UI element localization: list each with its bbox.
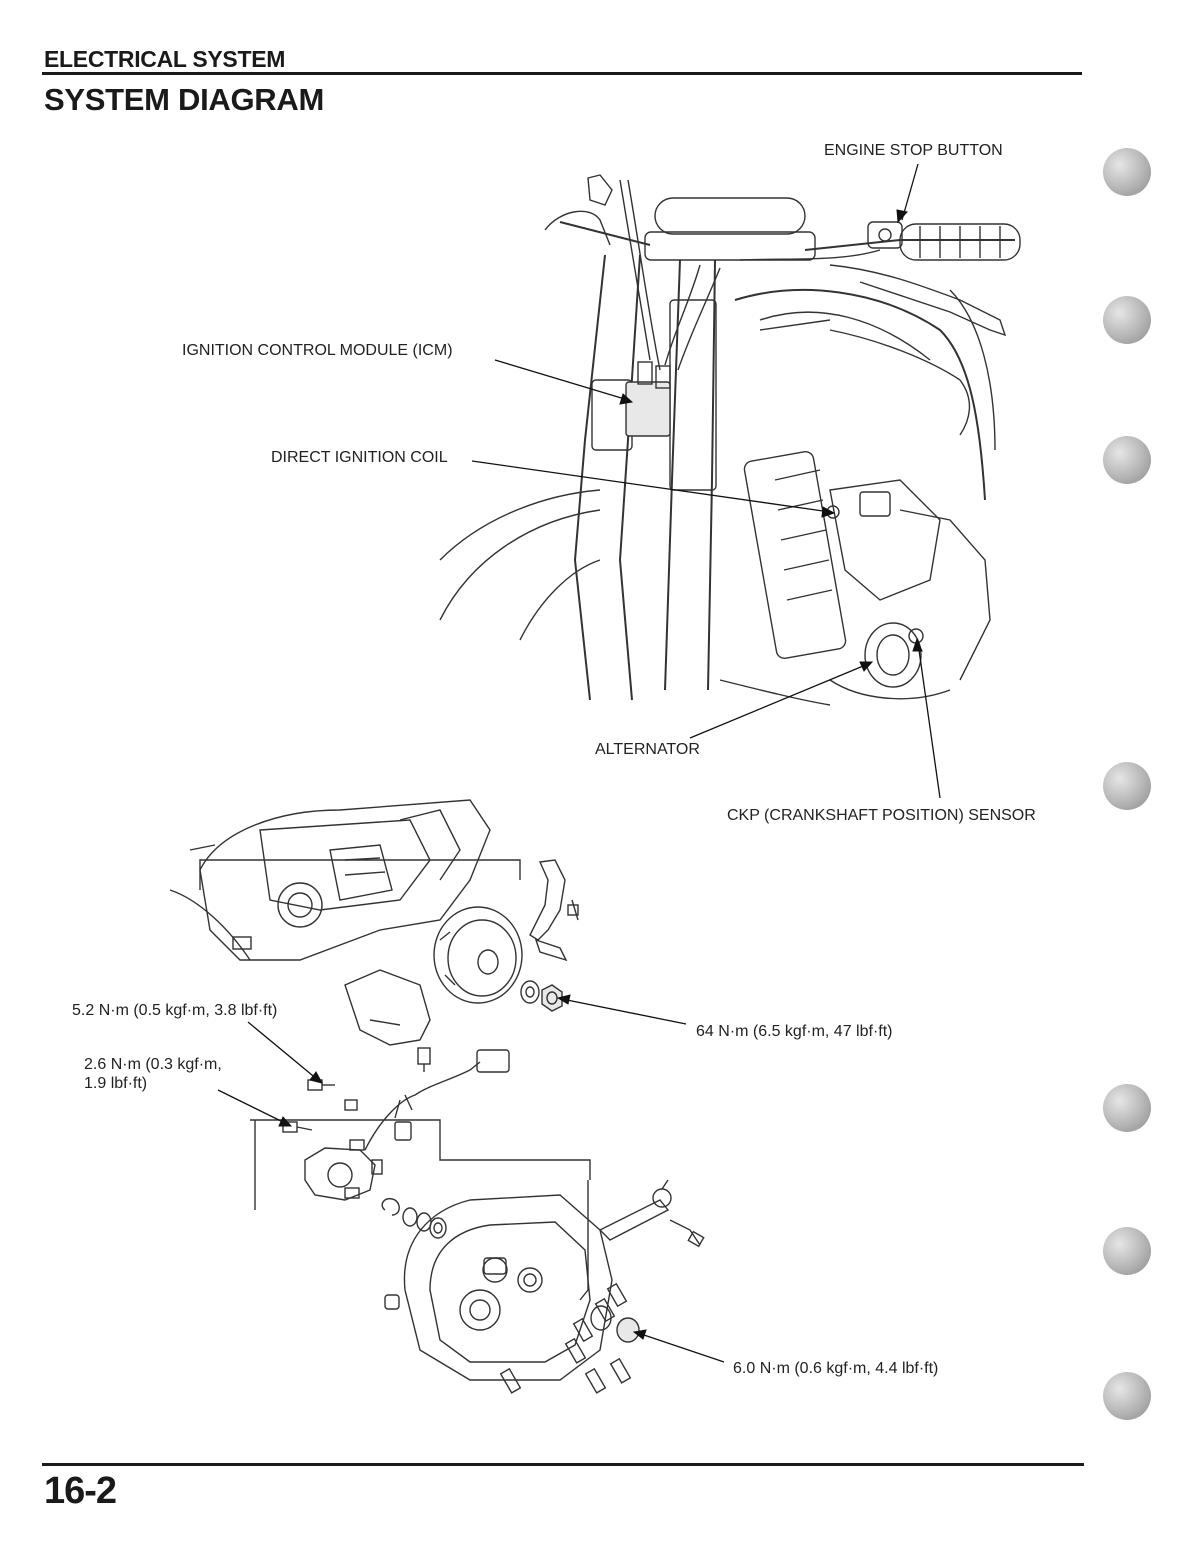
index-tab-1 — [1103, 148, 1151, 196]
index-tab-2 — [1103, 296, 1151, 344]
label-alternator: ALTERNATOR — [595, 741, 700, 759]
label-ckp-sensor: CKP (CRANKSHAFT POSITION) SENSOR — [727, 807, 1036, 825]
index-tab-6 — [1103, 1227, 1151, 1275]
index-tab-7 — [1103, 1372, 1151, 1420]
page-number: 16-2 — [44, 1470, 116, 1513]
label-icm: IGNITION CONTROL MODULE (ICM) — [182, 342, 453, 360]
index-tab-3 — [1103, 436, 1151, 484]
torque-spec-64: 64 N·m (6.5 kgf·m, 47 lbf·ft) — [696, 1023, 893, 1041]
torque-spec-2-6: 2.6 N·m (0.3 kgf·m, 1.9 lbf·ft) — [84, 1055, 222, 1093]
upper-callout-leaders — [472, 164, 940, 798]
label-engine-stop-button: ENGINE STOP BUTTON — [824, 142, 1003, 160]
torque-spec-5-2: 5.2 N·m (0.5 kgf·m, 3.8 lbf·ft) — [72, 1002, 277, 1020]
footer-rule — [42, 1463, 1084, 1466]
index-tab-5 — [1103, 1084, 1151, 1132]
torque-spec-2-6-line2: 1.9 lbf·ft) — [84, 1074, 222, 1093]
torque-spec-6-0: 6.0 N·m (0.6 kgf·m, 4.4 lbf·ft) — [733, 1360, 938, 1378]
label-direct-ignition-coil: DIRECT IGNITION COIL — [271, 449, 448, 467]
torque-spec-2-6-line1: 2.6 N·m (0.3 kgf·m, — [84, 1055, 222, 1074]
exploded-alternator-drawing — [170, 800, 704, 1393]
index-tab-4 — [1103, 762, 1151, 810]
motorcycle-front-drawing — [440, 175, 1020, 705]
